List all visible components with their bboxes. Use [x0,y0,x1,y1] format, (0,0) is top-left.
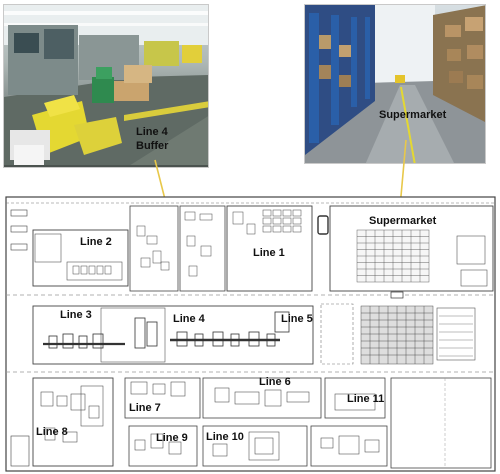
plant-floor-plan [5,196,496,472]
line-5-label: Line 5 [281,313,313,325]
line-7-label: Line 7 [129,402,161,414]
line-1-label: Line 1 [253,247,285,259]
supermarket-plan-label: Supermarket [369,215,437,227]
line-9-label: Line 9 [156,432,188,444]
line-3-label: Line 3 [60,309,92,321]
supermarket-photo-scene [305,5,485,163]
supermarket-photo-caption: Supermarket [379,109,447,121]
line-6-label: Line 6 [259,376,291,388]
buffer-photo-scene [4,5,208,167]
line-2-label: Line 2 [80,236,112,248]
line-11-label: Line 11 [347,393,385,405]
line-8-label: Line 8 [36,426,68,438]
line-4-label: Line 4 [173,313,205,325]
supermarket-photo: Supermarket [304,4,486,164]
line-10-label: Line 10 [206,431,244,443]
